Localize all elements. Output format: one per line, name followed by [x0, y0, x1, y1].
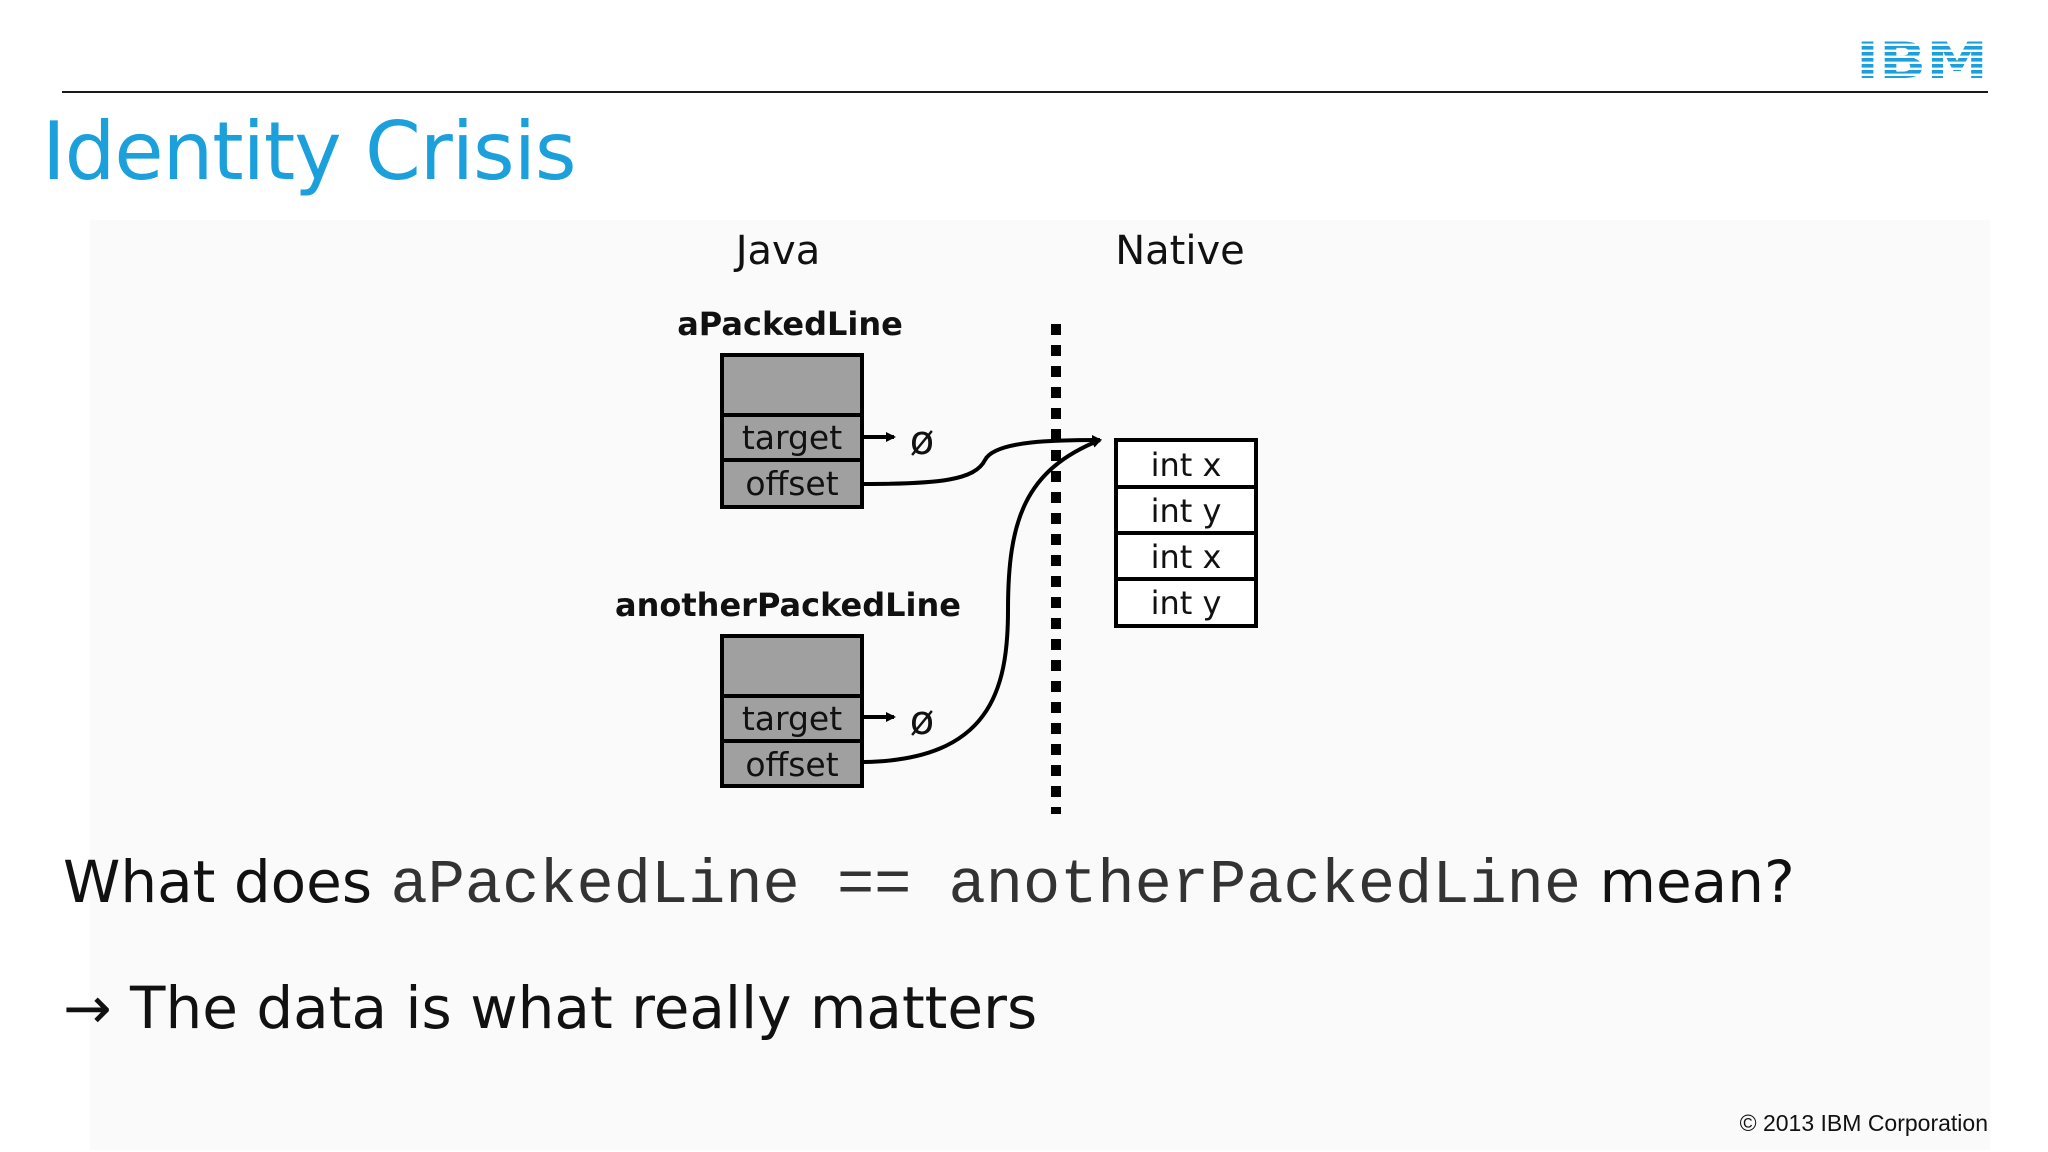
- right-arrow-icon: →: [63, 974, 112, 1042]
- field-offset: offset: [745, 745, 838, 784]
- null-symbol: ø: [910, 418, 934, 464]
- question-prefix: What does: [63, 848, 373, 916]
- object-name-apackedline: aPackedLine: [677, 305, 903, 343]
- native-memory-block: [1114, 438, 1258, 628]
- answer-text: The data is what really matters: [130, 974, 1038, 1042]
- native-field: int x: [1151, 538, 1222, 576]
- offset-pointer-apackedline: [863, 435, 1102, 486]
- native-column-label: Native: [1115, 228, 1245, 274]
- native-field: int y: [1151, 584, 1222, 622]
- object-name-anotherpackedline: anotherPackedLine: [615, 586, 961, 624]
- field-target: target: [742, 418, 842, 457]
- slide-title: Identity Crisis: [42, 105, 577, 198]
- native-field: int y: [1151, 492, 1222, 530]
- field-target: target: [742, 699, 842, 738]
- native-field: int x: [1151, 446, 1222, 484]
- content-background: [90, 220, 1990, 1150]
- header-divider: [62, 91, 1988, 93]
- question-line: What does aPackedLine == anotherPackedLi…: [63, 848, 1795, 923]
- copyright: © 2013 IBM Corporation: [1739, 1110, 1988, 1136]
- java-column-label: Java: [733, 228, 821, 274]
- object-box-anotherpackedline: [720, 634, 864, 788]
- null-symbol: ø: [910, 698, 934, 744]
- answer-line: → The data is what really matters: [63, 974, 1037, 1044]
- code-expression: aPackedLine == anotherPackedLine: [390, 850, 1582, 921]
- object-box-apackedline: [720, 353, 864, 509]
- ibm-logo: IBM: [1855, 34, 1989, 82]
- question-suffix: mean?: [1599, 848, 1795, 916]
- field-offset: offset: [745, 464, 838, 503]
- offset-pointer-anotherpackedline: [863, 438, 1102, 764]
